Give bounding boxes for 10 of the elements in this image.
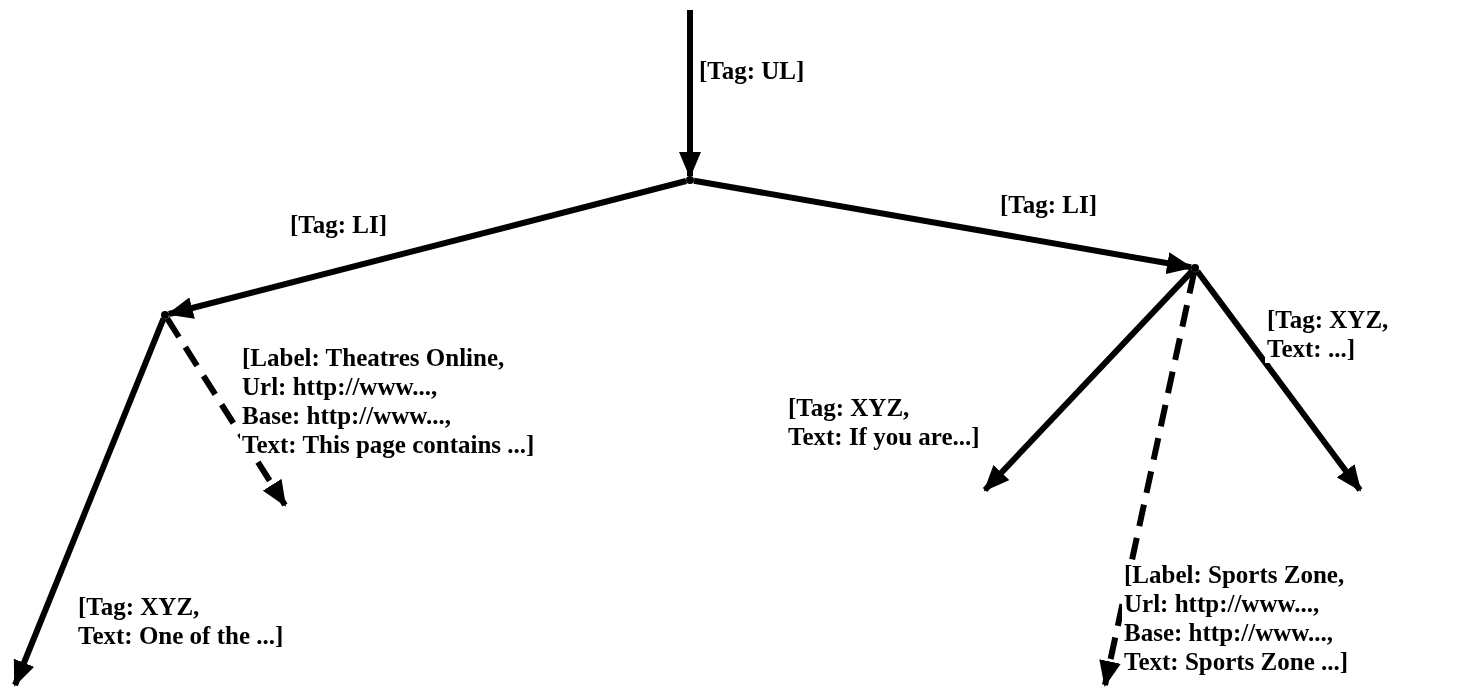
junction-dot (1191, 264, 1199, 272)
arrow (1099, 271, 1198, 687)
arrow (693, 177, 1194, 275)
arrow (1195, 269, 1363, 492)
arrow (166, 178, 687, 319)
junction-dot (161, 311, 169, 319)
arrow (679, 10, 701, 178)
arrow (164, 316, 288, 507)
junction-dot (686, 176, 694, 184)
arrow (12, 317, 167, 687)
